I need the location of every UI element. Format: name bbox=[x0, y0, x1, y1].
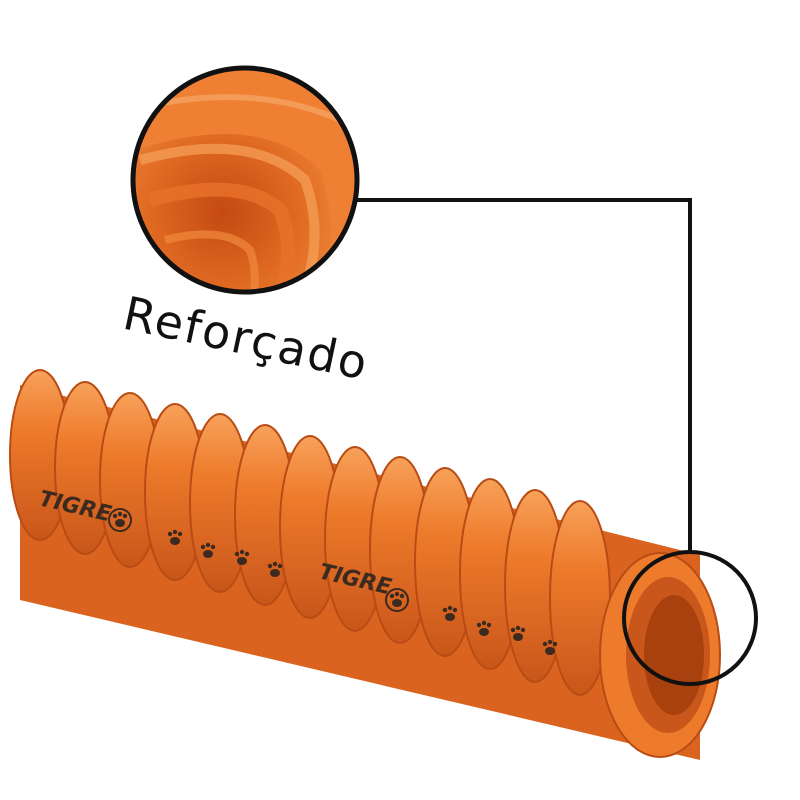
callout-connector-line bbox=[357, 198, 692, 552]
paw-print-icon bbox=[167, 529, 183, 545]
paw-print-icon bbox=[542, 639, 558, 655]
paw-print-icon bbox=[442, 605, 458, 621]
paw-print-icon bbox=[234, 549, 250, 565]
paw-print-icons bbox=[108, 508, 558, 655]
corrugated-tube: TIGRE TIGRE bbox=[9, 369, 721, 760]
zoom-callout-circle-icon bbox=[130, 65, 360, 295]
small-callout-circle-icon bbox=[622, 550, 758, 686]
paw-print-icon bbox=[385, 588, 409, 612]
zoom-detail bbox=[130, 65, 360, 295]
paw-print-icon bbox=[108, 508, 132, 532]
paw-print-icon bbox=[267, 561, 283, 577]
paw-print-icon bbox=[476, 620, 492, 636]
paw-print-icon bbox=[510, 625, 526, 641]
paw-print-icon bbox=[200, 542, 216, 558]
